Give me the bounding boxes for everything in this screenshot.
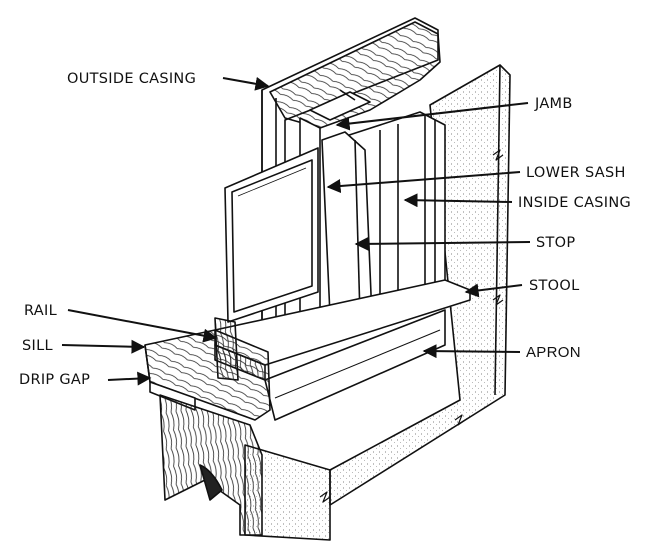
- arrow-stop: [354, 236, 531, 251]
- label-sill: SILL: [22, 338, 53, 354]
- arrow-outside-casing: [222, 76, 270, 91]
- arrow-jamb: [335, 102, 529, 131]
- arrow-inside-casing: [403, 193, 513, 208]
- label-inside-casing: INSIDE CASING: [518, 195, 632, 211]
- arrow-lower-sash: [326, 171, 521, 193]
- arrow-apron: [422, 344, 521, 359]
- label-rail: RAIL: [24, 303, 57, 319]
- arrow-drip-gap: [107, 371, 152, 386]
- label-drip-gap: DRIP GAP: [19, 372, 91, 388]
- label-stool: STOOL: [529, 278, 580, 294]
- lower-framing: [159, 394, 263, 536]
- label-apron: APRON: [526, 344, 581, 361]
- wall-panel: [329, 64, 511, 506]
- label-outside-casing: OUTSIDE CASING: [67, 71, 197, 87]
- stop: [321, 131, 373, 321]
- arrow-rail: [67, 309, 218, 343]
- arrow-stool: [464, 283, 523, 298]
- head-jamb: [269, 21, 441, 129]
- label-stop: STOP: [536, 235, 576, 251]
- arrow-sill: [61, 339, 146, 354]
- label-jamb: JAMB: [535, 96, 573, 112]
- label-lower-sash: LOWER SASH: [526, 165, 626, 181]
